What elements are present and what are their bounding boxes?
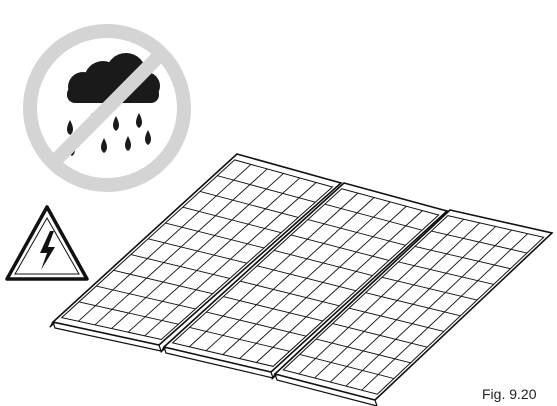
- cell-row-line: [189, 326, 290, 352]
- cell-row-line: [130, 254, 230, 279]
- figure-caption: Fig. 9.20: [482, 386, 537, 402]
- electrical-hazard-warning-sign: [5, 205, 89, 281]
- cell-row-line: [78, 301, 179, 325]
- cell-row-line: [182, 206, 282, 234]
- lightning-bolt-icon: [40, 231, 55, 270]
- cell-row-line: [113, 269, 213, 295]
- cell-row-line: [324, 203, 423, 231]
- cell-row-line: [299, 353, 395, 379]
- no-rain-prohibition-sign: [23, 24, 191, 192]
- cell-row-line: [96, 285, 196, 310]
- cell-row-line: [307, 219, 406, 246]
- cell-row-line: [316, 338, 411, 364]
- cell-row-line: [414, 246, 511, 270]
- cell-row-line: [240, 280, 340, 307]
- cell-row-line: [223, 296, 323, 322]
- prohibition-slash: [48, 48, 167, 168]
- cell-row-line: [206, 311, 307, 337]
- warning-triangle-inner: [14, 216, 80, 275]
- cell-row-line: [165, 222, 265, 249]
- cell-row-line: [148, 238, 247, 264]
- solar-panel: [49, 153, 343, 352]
- cell-row-line: [273, 249, 373, 276]
- solar-panels: [49, 153, 554, 406]
- cell-row-line: [332, 323, 428, 348]
- cell-row-line: [257, 265, 356, 292]
- cell-row-line: [381, 276, 478, 301]
- cell-row-line: [398, 261, 494, 285]
- solar-panel: [271, 209, 554, 406]
- cell-row-line: [365, 292, 461, 317]
- cell-row-line: [199, 191, 299, 218]
- cell-row-line: [217, 175, 316, 203]
- cell-row-line: [431, 230, 528, 254]
- solar-panel: [160, 182, 449, 379]
- cell-row-line: [348, 307, 444, 332]
- cell-row-line: [290, 234, 390, 261]
